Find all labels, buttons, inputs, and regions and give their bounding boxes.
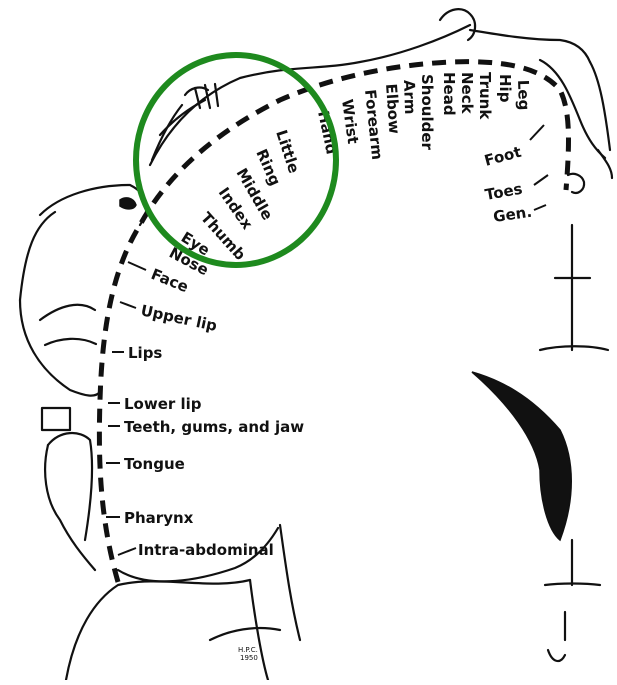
label-wrist: Wrist [338,98,362,145]
right-section-marks [472,225,608,661]
label-forearm: Forearm [361,89,386,161]
label-teeth-gums-jaw: Teeth, gums, and jaw [124,418,304,436]
label-shoulder: Shoulder [418,74,436,151]
label-gen: Gen. [492,203,533,226]
artist-signature: H.P.C. 1950 [238,646,258,662]
label-leg: Leg [514,80,533,111]
highlight-circle [136,55,336,265]
svg-text:H.P.C.: H.P.C. [238,646,258,654]
label-tongue: Tongue [124,455,185,473]
label-head: Head [440,72,458,116]
label-intra-abdominal: Intra-abdominal [138,541,274,559]
label-neck: Neck [458,72,476,115]
label-hip: Hip [496,74,514,103]
label-upper-lip: Upper lip [139,301,219,335]
label-foot: Foot [482,143,523,170]
mouth-labels: Lower lip Teeth, gums, and jaw Tongue Ph… [124,395,304,559]
face-labels: Lips Upper lip Face Nose Eye [128,228,219,362]
label-arm: Arm [400,80,419,115]
label-pharynx: Pharynx [124,509,194,527]
label-face: Face [149,265,191,296]
label-toes: Toes [484,180,524,204]
label-elbow: Elbow [382,83,403,135]
lower-labels: Foot Toes Gen. [482,143,533,226]
svg-text:1950: 1950 [240,654,258,662]
label-ticks [106,125,548,555]
label-trunk: Trunk [476,72,494,120]
label-lips: Lips [128,344,162,362]
label-lower-lip: Lower lip [124,395,202,413]
